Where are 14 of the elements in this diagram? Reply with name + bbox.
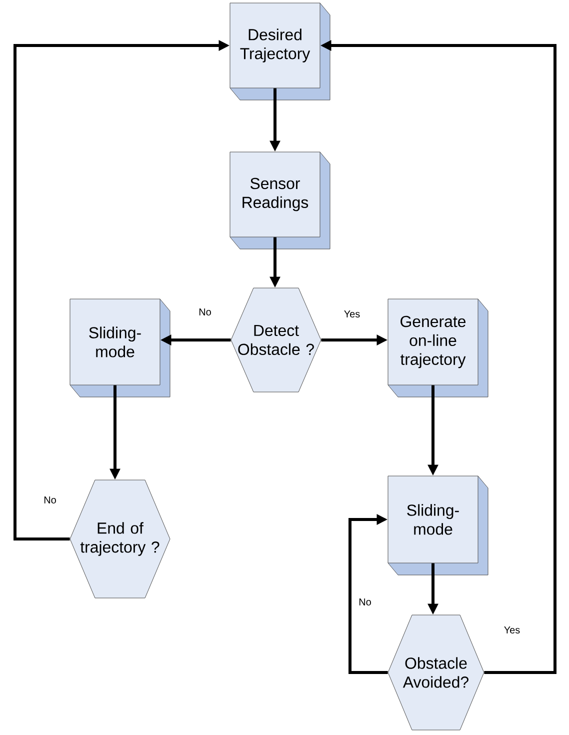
edge-label: No	[42, 496, 58, 504]
process-box: Sensor Readings	[230, 152, 330, 250]
decision-hexagon: Obstacle Avoided?	[388, 614, 484, 730]
decision-hexagon: Detect Obstacle ?	[230, 288, 322, 392]
decision-hexagon: End of trajectory ?	[70, 480, 170, 598]
process-box: Sliding-mode	[70, 298, 170, 398]
arrow	[348, 514, 388, 674]
process-box: Generate on-line trajectory	[388, 298, 488, 398]
process-box: Desired Trajectory	[230, 2, 330, 100]
edge-label: No	[198, 308, 212, 316]
process-box: Sliding-mode	[388, 476, 488, 576]
edge-label: No	[358, 598, 372, 606]
edge-label: Yes	[342, 310, 362, 318]
edge-label: Yes	[502, 626, 522, 634]
